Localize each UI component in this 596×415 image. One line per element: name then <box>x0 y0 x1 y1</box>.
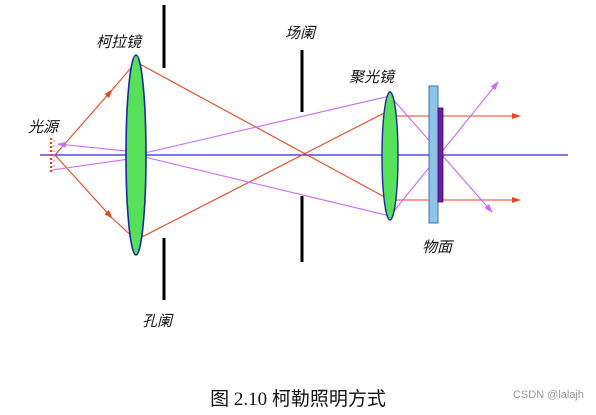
kohler-lens <box>125 54 147 256</box>
object-plane-label: 物面 <box>422 238 453 256</box>
condenser-lens <box>381 91 399 221</box>
specimen <box>437 107 444 203</box>
red-ray-upper-cross <box>135 61 391 201</box>
violet-ray-to-condenser-top <box>135 95 391 156</box>
object-slide <box>428 85 439 224</box>
light-source <box>49 138 55 172</box>
red-ray-source-down <box>54 154 113 219</box>
red-ray-source-up <box>54 89 113 156</box>
condenser-label: 聚光镜 <box>349 68 395 86</box>
light-source-label: 光源 <box>28 118 59 136</box>
figure-caption: 图 2.10 柯勒照明方式 <box>210 389 386 410</box>
violet-ray-back-upper <box>57 141 137 153</box>
field-stop-label: 场阑 <box>285 24 316 42</box>
kohler-lens-label: 柯拉镜 <box>96 33 142 51</box>
red-ray-lower-cross <box>135 109 391 241</box>
violet-ray-to-condenser-bottom <box>135 154 391 217</box>
violet-ray-out-down <box>389 81 499 217</box>
violet-ray-source-lower <box>51 157 137 171</box>
watermark: CSDN @lalajh <box>512 389 584 401</box>
aperture-stop-label: 孔阑 <box>142 312 173 330</box>
